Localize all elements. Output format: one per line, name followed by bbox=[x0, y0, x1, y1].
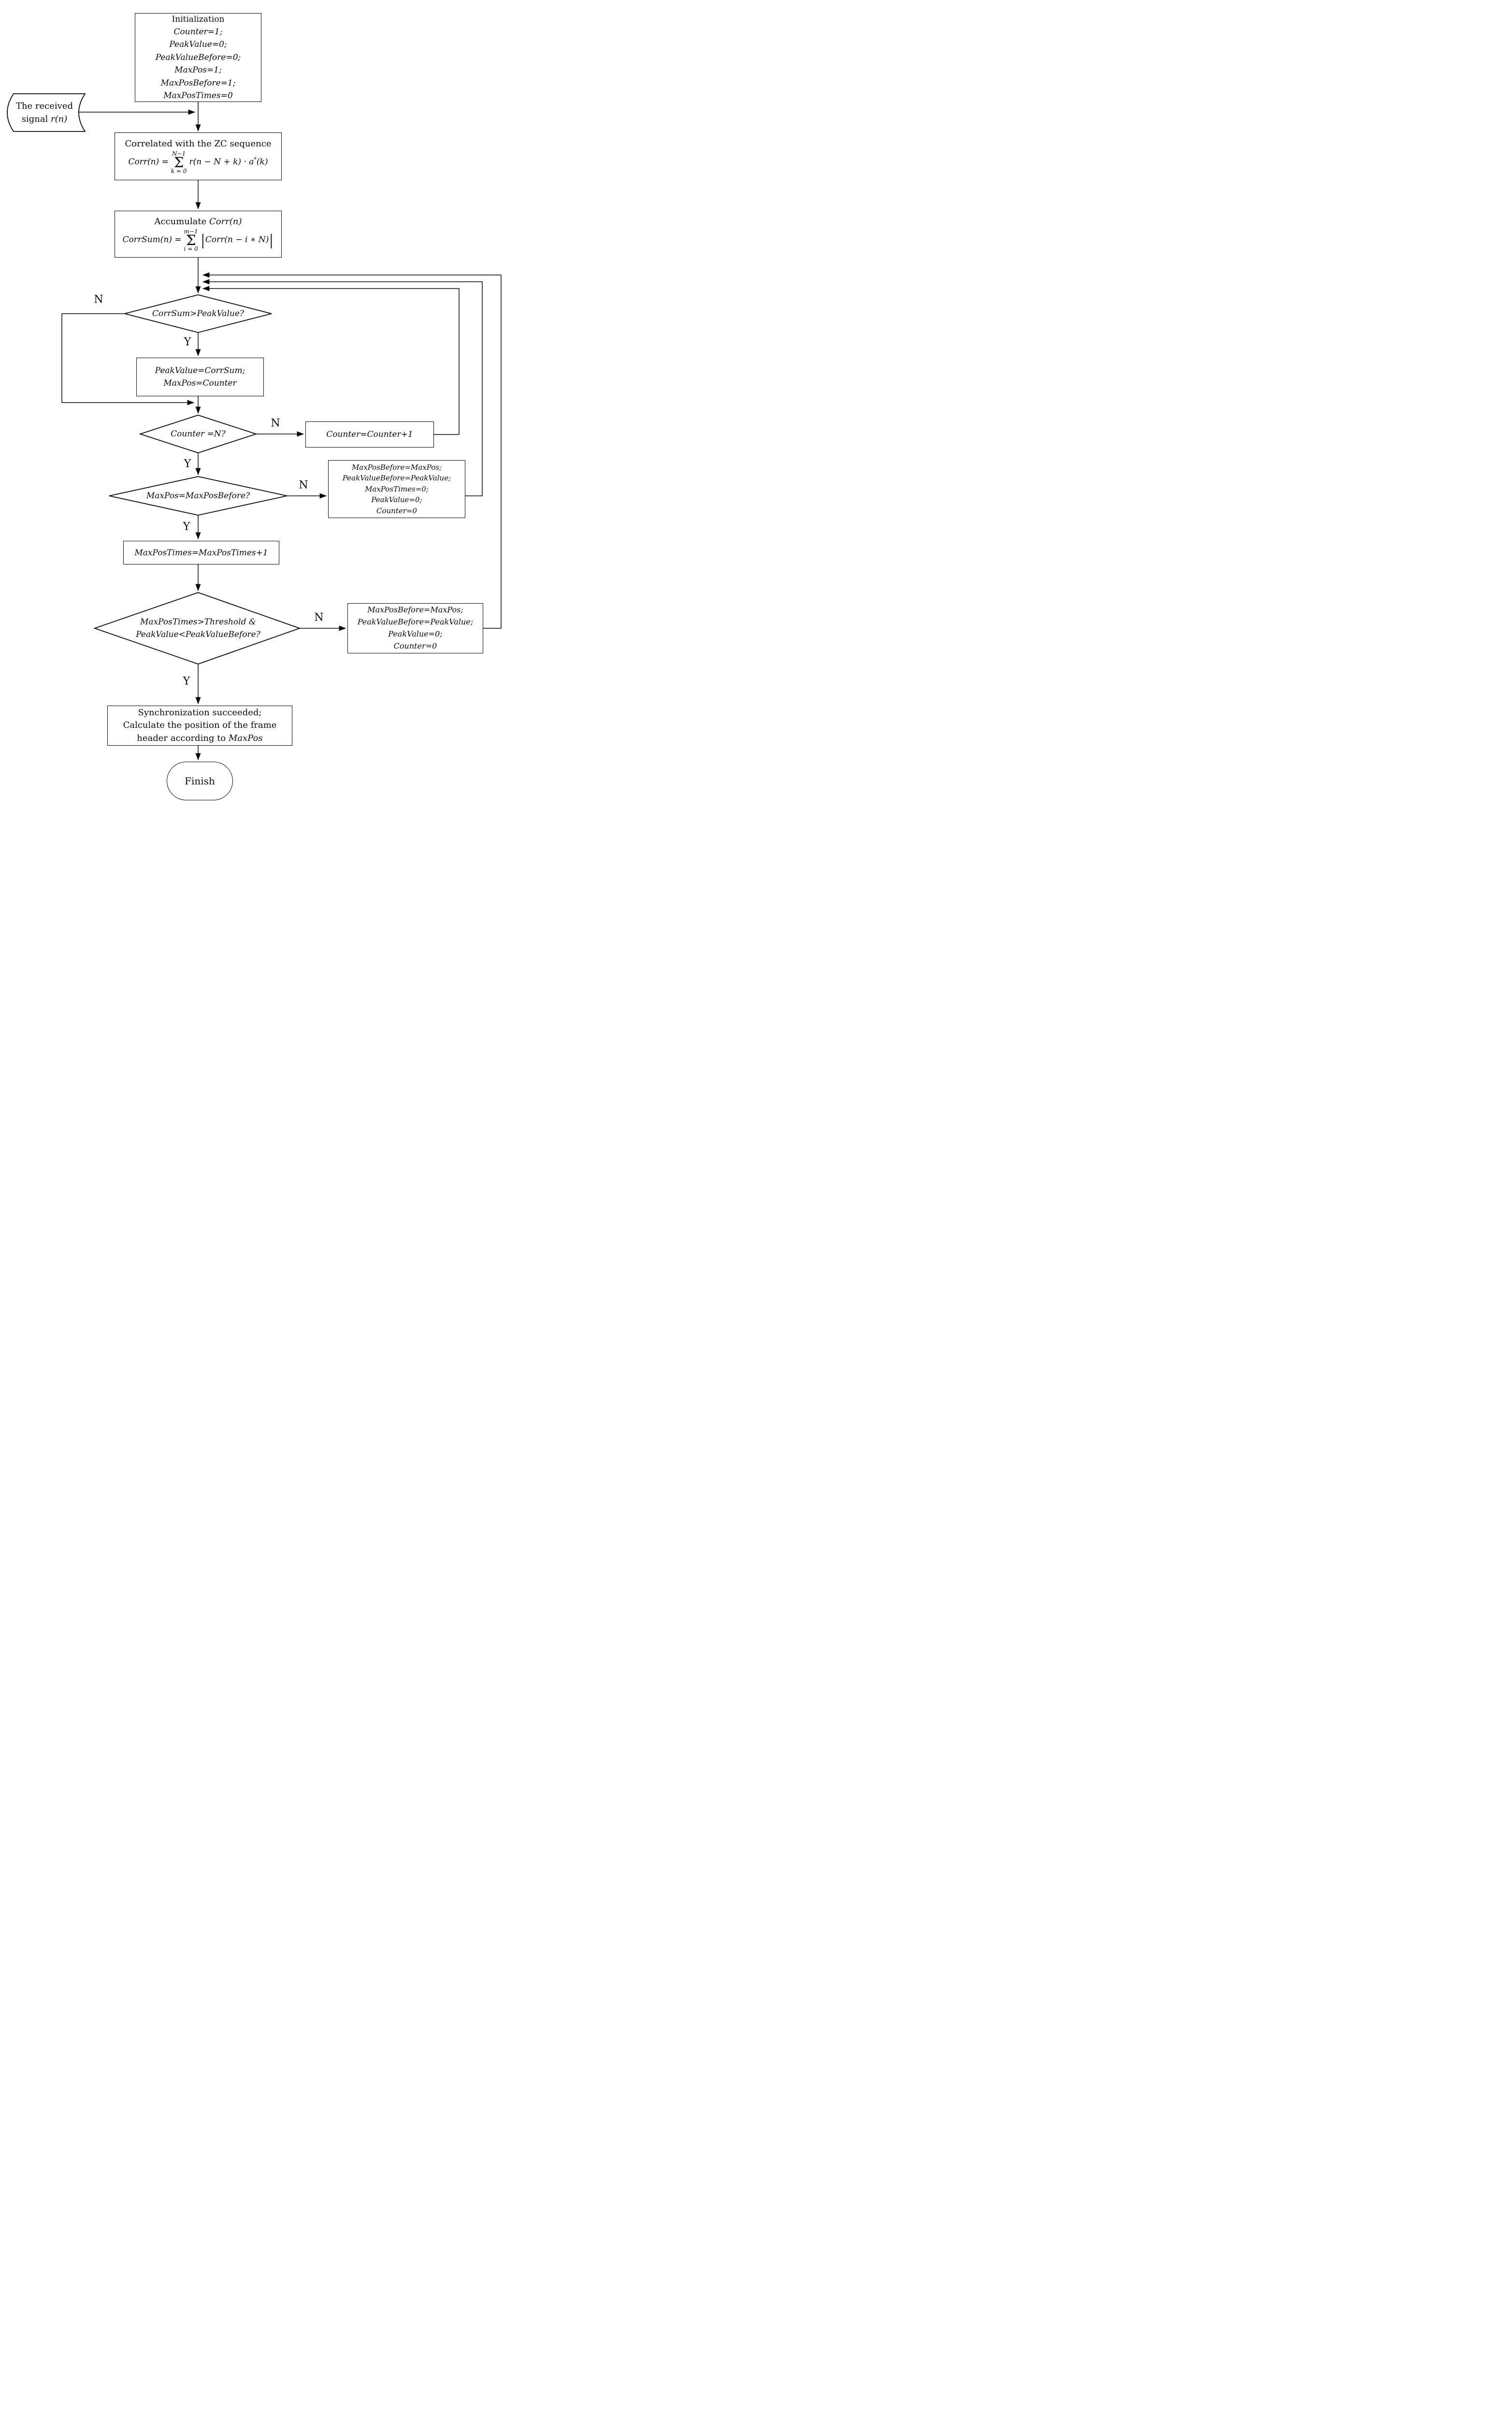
init-line: PeakValueBefore=0; bbox=[155, 52, 241, 62]
branch-label-yes-checkcounter: Y bbox=[184, 458, 191, 470]
edge-feedback-resetpartial bbox=[202, 272, 502, 629]
decision-maxpos-eq-maxposbefore bbox=[109, 476, 288, 516]
accumulate-title: Accumulate Corr(n) bbox=[154, 216, 242, 227]
sigma-icon: Σ bbox=[186, 231, 196, 248]
correlate-formula: Corr(n) = N−1 Σ k = 0 r(n − N + k) · a*(… bbox=[129, 151, 268, 174]
success-line2: Calculate the position of the frame bbox=[123, 720, 277, 731]
success-line1: Synchronization succeeded; bbox=[138, 708, 262, 718]
correlate-title: Correlated with the ZC sequence bbox=[125, 138, 272, 149]
threshold-line2: PeakValue<PeakValueBefore? bbox=[136, 630, 260, 639]
reset-partial-line: Counter=0 bbox=[393, 641, 437, 651]
init-line: MaxPosBefore=1; bbox=[160, 78, 236, 88]
sum-lower-bound: k = 0 bbox=[171, 168, 187, 175]
decision-maxpos-label: MaxPos=MaxPosBefore? bbox=[146, 491, 250, 501]
process-initialization: Initialization Counter=1; PeakValue=0; P… bbox=[135, 13, 261, 102]
branch-label-yes-checkmaxpos: Y bbox=[183, 521, 190, 533]
reset-full-line: MaxPosTimes=0; bbox=[365, 484, 429, 493]
init-line: MaxPosTimes=0 bbox=[163, 90, 233, 101]
sigma-icon: Σ bbox=[173, 154, 184, 171]
init-line: PeakValue=0; bbox=[169, 40, 227, 50]
abs-bar-left: | bbox=[201, 231, 205, 249]
reset-full-line: PeakValue=0; bbox=[371, 495, 422, 505]
conjugate-star: * bbox=[254, 156, 257, 163]
edge-feedback-resetfull bbox=[202, 279, 483, 496]
reset-full-line: MaxPosBefore=MaxPos; bbox=[351, 463, 442, 472]
received-line1: The received bbox=[15, 101, 73, 111]
branch-label-no-checkpeak: N bbox=[94, 293, 103, 306]
formula-lhs: Corr(n) = bbox=[128, 157, 169, 167]
connector-layer bbox=[7, 93, 502, 761]
formula-body: Corr(n − i ∗ N) bbox=[205, 235, 269, 245]
init-title: Initialization bbox=[172, 14, 225, 24]
io-received-signal-label: The received signal r(n) bbox=[11, 97, 78, 129]
received-line2-text: signal bbox=[21, 114, 51, 124]
decision-threshold bbox=[93, 592, 301, 665]
accumulate-formula: CorrSum(n) = m−1 Σ i = 0 | Corr(n − i ∗ … bbox=[123, 229, 274, 252]
process-correlate-zc: Correlated with the ZC sequence Corr(n) … bbox=[115, 132, 282, 180]
sum-symbol: N−1 Σ k = 0 bbox=[171, 151, 187, 174]
sum-symbol: m−1 Σ i = 0 bbox=[184, 229, 198, 252]
edge-checkpeak-no-bypass bbox=[61, 313, 195, 405]
sum-upper-bound: N−1 bbox=[172, 150, 186, 157]
reset-partial-line: MaxPosBefore=MaxPos; bbox=[367, 605, 463, 615]
process-increment-counter: Counter=Counter+1 bbox=[305, 421, 434, 448]
decision-threshold-label: MaxPosTimes>Threshold & PeakValue<PeakVa… bbox=[104, 615, 292, 642]
branch-label-yes-checkthreshold: Y bbox=[183, 675, 190, 688]
formula-lhs: CorrSum(n) = bbox=[122, 235, 182, 245]
branch-label-yes-checkpeak: Y bbox=[184, 336, 191, 348]
terminator-finish: Finish bbox=[167, 762, 233, 800]
process-increment-maxpostimes: MaxPosTimes=MaxPosTimes+1 bbox=[123, 541, 279, 564]
edge-feedback-counter bbox=[202, 286, 460, 435]
received-line2-var: r(n) bbox=[51, 114, 68, 124]
branch-label-no-checkmaxpos: N bbox=[299, 479, 308, 492]
io-received-signal-shape bbox=[7, 93, 86, 132]
process-accumulate: Accumulate Corr(n) CorrSum(n) = m−1 Σ i … bbox=[115, 211, 282, 258]
reset-partial-line: PeakValue=0; bbox=[388, 629, 443, 638]
update-peak-line: PeakValue=CorrSum; bbox=[155, 365, 245, 376]
decision-corrsum-gt-peakvalue bbox=[124, 294, 272, 333]
reset-full-line: PeakValueBefore=PeakValue; bbox=[342, 474, 451, 483]
update-peak-line: MaxPos=Counter bbox=[163, 378, 237, 388]
flowchart-frame-sync: Initialization Counter=1; PeakValue=0; P… bbox=[0, 0, 504, 805]
decision-corrsum-label: CorrSum>PeakValue? bbox=[152, 309, 245, 318]
reset-full-line: Counter=0 bbox=[376, 506, 418, 515]
decision-counter-label: Counter =N? bbox=[171, 429, 226, 439]
branch-label-no-checkthreshold: N bbox=[314, 611, 324, 624]
success-line3: header according to MaxPos bbox=[137, 733, 263, 743]
sum-upper-bound: m−1 bbox=[184, 228, 198, 235]
process-reset-full: MaxPosBefore=MaxPos; PeakValueBefore=Pea… bbox=[328, 460, 465, 518]
abs-bar-right: | bbox=[269, 231, 274, 249]
process-sync-success: Synchronization succeeded; Calculate the… bbox=[107, 706, 292, 746]
process-reset-partial: MaxPosBefore=MaxPos; PeakValueBefore=Pea… bbox=[347, 603, 483, 653]
formula-body: r(n − N + k) · a*(k) bbox=[189, 156, 268, 167]
process-update-peak: PeakValue=CorrSum; MaxPos=Counter bbox=[136, 358, 264, 396]
reset-partial-line: PeakValueBefore=PeakValue; bbox=[357, 617, 474, 627]
threshold-line1: MaxPosTimes>Threshold & bbox=[140, 617, 256, 627]
init-line: Counter=1; bbox=[173, 27, 223, 37]
sum-lower-bound: i = 0 bbox=[184, 246, 198, 253]
branch-label-no-checkcounter: N bbox=[271, 417, 280, 430]
init-line: MaxPos=1; bbox=[174, 65, 222, 75]
decision-counter-eq-n bbox=[139, 415, 258, 453]
